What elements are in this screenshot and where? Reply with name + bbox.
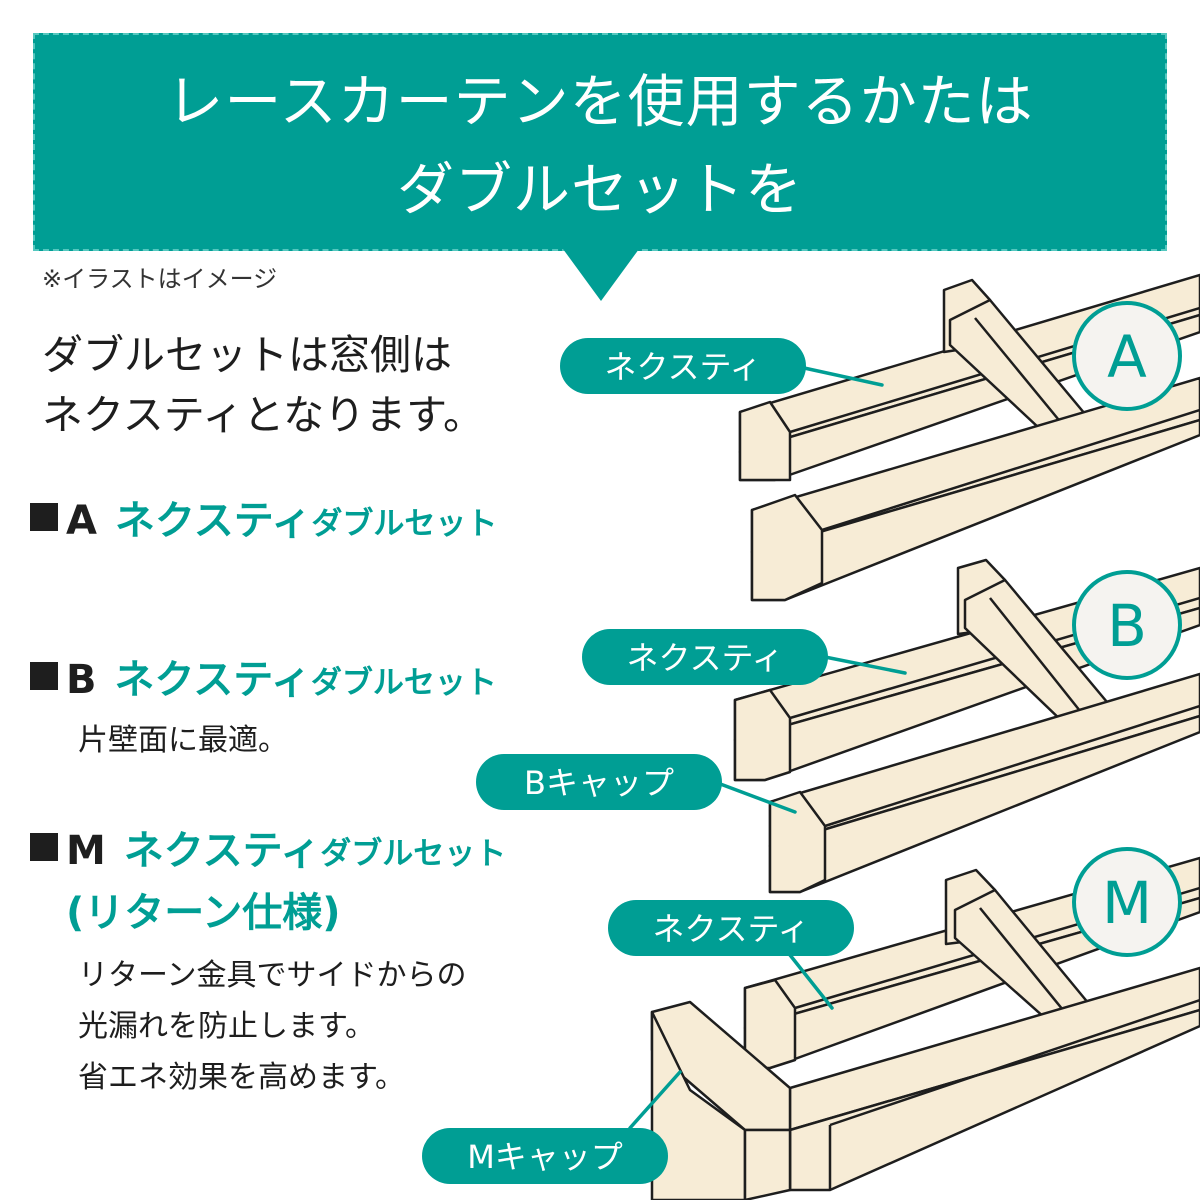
section-a-heading: A ネクスティ ダブルセット [30,488,497,546]
rail-b-back-end [733,688,792,782]
section-m-heading: M ネクスティ ダブルセット [30,818,506,876]
section-b-letter: B [66,657,97,703]
section-b-name: ネクスティ [114,657,311,703]
leader-b-cap [713,780,797,814]
banner-pointer [563,249,639,301]
callout-m-cap-text: Mキャップ [467,1138,623,1176]
section-m-description: リターン金具でサイドからの 光漏れを防止します。 省エネ効果を高めます。 [30,950,506,1103]
callout-m-nexty: ネクスティ [608,900,854,956]
section-m: M ネクスティ ダブルセット (リターン仕様) リターン金具でサイドからの 光漏… [30,818,506,1103]
rail-a-back-end [738,400,792,482]
badge-b-letter: B [1107,592,1147,660]
section-b-desc-line: 片壁面に最適。 [78,723,288,758]
section-m-suffix: ダブルセット [320,836,507,872]
b-cap [768,790,827,894]
section-b-heading: B ネクスティ ダブルセット [30,647,497,705]
lead-text: ダブルセットは窓側は ネクスティとなります。 [42,325,484,445]
badge-b: B [1072,570,1182,680]
section-m-letter: M [66,828,106,874]
callout-b-nexty-text: ネクスティ [626,639,783,677]
leader-m-nexty [788,953,834,1010]
lead-line-2: ネクスティとなります。 [42,391,484,439]
badge-a: A [1072,301,1182,411]
badge-m-letter: M [1102,869,1152,937]
section-m-name: ネクスティ [123,828,321,874]
section-a-letter: A [66,498,97,544]
title-line-2: ダブルセットを [397,157,803,223]
section-a: A ネクスティ ダブルセット [30,488,497,546]
m-cap [743,1128,792,1200]
callout-a-nexty: ネクスティ [560,338,806,394]
callout-m-nexty-text: ネクスティ [652,910,809,948]
rail-a-front-end [750,493,824,602]
callout-b-nexty: ネクスティ [582,629,828,685]
section-b: B ネクスティ ダブルセット 片壁面に最適。 [30,647,497,766]
callout-b-cap: Bキャップ [476,754,722,810]
leader-a-nexty [793,364,884,387]
lead-line-1: ダブルセットは窓側は [42,331,452,379]
square-bullet-icon [30,503,58,531]
badge-a-letter: A [1107,323,1147,391]
title-line-1: レースカーテンを使用するかたは [166,69,1034,135]
section-a-name: ネクスティ [114,498,312,544]
callout-m-cap: Mキャップ [422,1128,668,1184]
leader-m-cap [628,1070,682,1130]
title-banner [33,33,1167,251]
section-b-description: 片壁面に最適。 [30,715,497,766]
page-title: レースカーテンを使用するかたは ダブルセットを [33,58,1167,234]
square-bullet-icon [30,833,58,861]
callout-b-cap-text: Bキャップ [524,764,674,802]
badge-m: M [1072,847,1182,957]
illustration-note: ※イラストはイメージ [42,265,278,293]
leader-b-nexty [818,654,907,675]
callout-a-nexty-text: ネクスティ [604,348,761,386]
square-bullet-icon [30,662,58,690]
section-b-suffix: ダブルセット [310,665,497,701]
section-m-subtitle: (リターン仕様) [66,890,341,936]
section-m-desc-line-2: 光漏れを防止します。 [78,1009,375,1044]
section-m-desc-line-1: リターン金具でサイドからの [78,958,467,993]
section-m-desc-line-3: 省エネ効果を高めます。 [78,1060,405,1095]
rail-set-a [738,273,1200,602]
section-a-suffix: ダブルセット [311,506,498,542]
